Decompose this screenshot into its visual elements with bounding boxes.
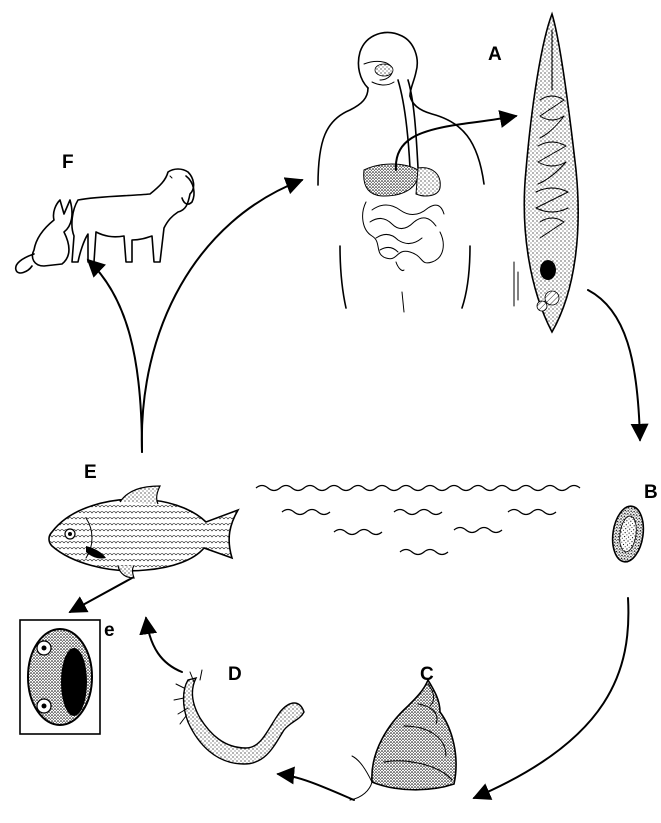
arrow-cercaria-to-fish [146, 618, 182, 672]
snail-icon [350, 680, 456, 800]
arrow-fish-to-cyst [70, 578, 132, 612]
arrow-fish-to-human [142, 180, 302, 452]
water-ripples [256, 486, 580, 555]
label-c: C [420, 664, 434, 685]
arrow-snail-to-cercaria [278, 774, 354, 800]
human-host-icon [318, 33, 484, 312]
egg-icon [609, 504, 647, 564]
label-b: B [644, 482, 658, 503]
label-d: D [228, 664, 242, 685]
label-e-upper: E [84, 462, 97, 483]
cat-and-dog-icon [16, 169, 194, 273]
arrow-adult-to-egg [588, 290, 640, 440]
arrow-egg-to-snail [474, 598, 628, 798]
arrow-fish-to-animals [88, 260, 142, 452]
label-f: F [62, 152, 74, 173]
metacercaria-cyst-icon [20, 620, 100, 734]
adult-fluke-icon [514, 14, 578, 332]
label-a: A [488, 44, 502, 65]
label-e-lower: e [104, 620, 115, 641]
fish-icon [49, 486, 238, 578]
arrow-stomach-to-adult [396, 116, 516, 170]
